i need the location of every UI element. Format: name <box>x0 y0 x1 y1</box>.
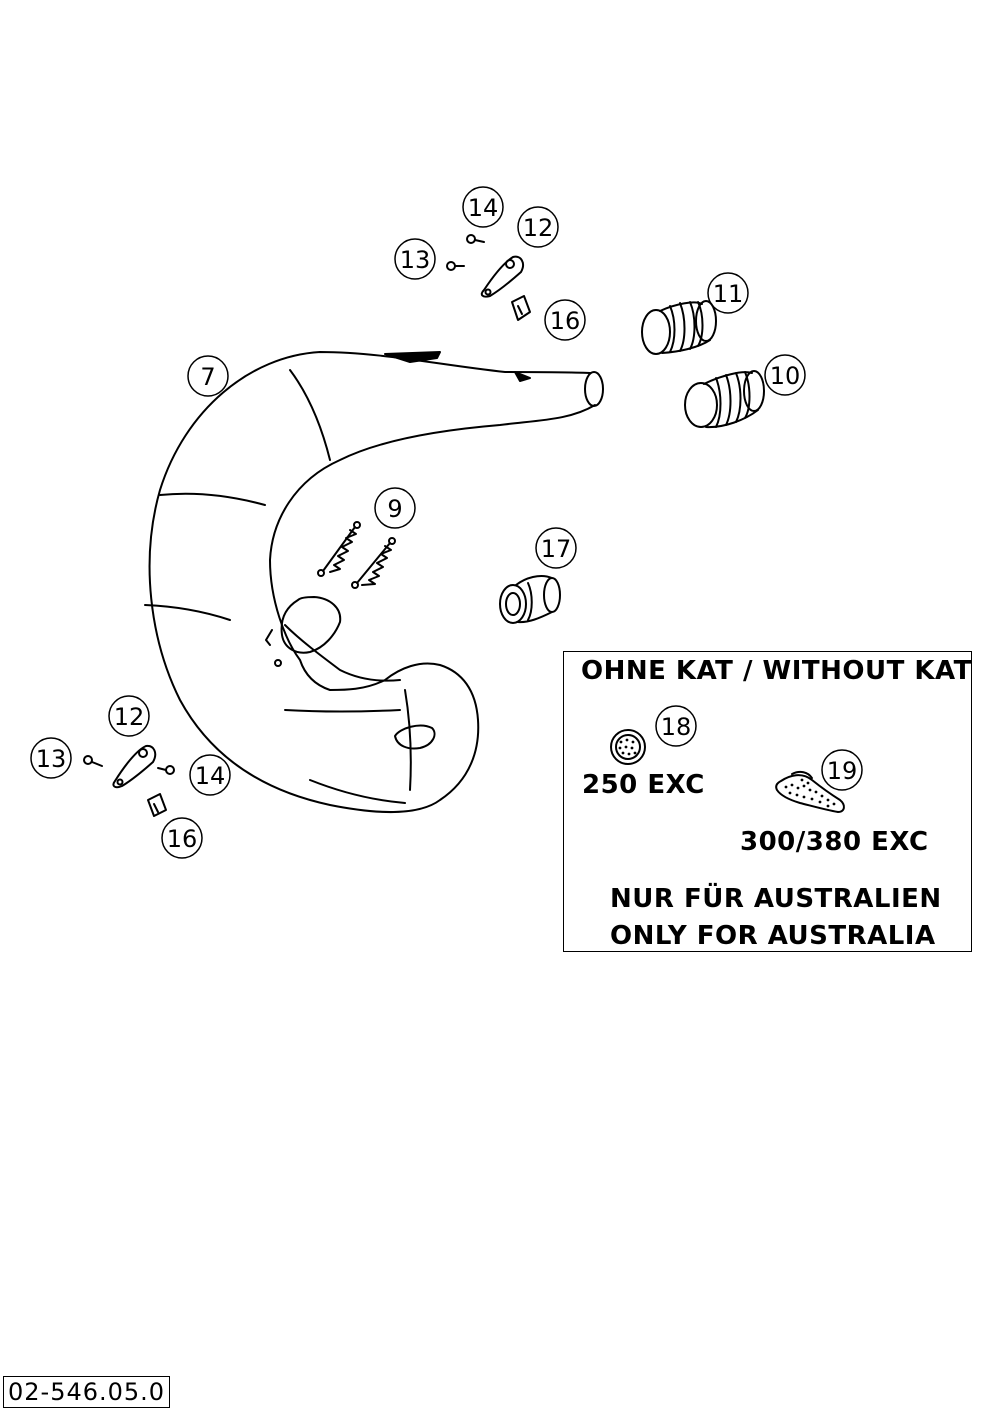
callout-19: 19 <box>821 749 863 791</box>
svg-text:10: 10 <box>770 362 801 390</box>
svg-text:11: 11 <box>713 280 744 308</box>
svg-text:13: 13 <box>400 246 431 274</box>
bracket-group-top <box>446 234 531 321</box>
callout-7: 7 <box>187 355 229 397</box>
svg-text:13: 13 <box>36 745 67 773</box>
callout-13-top: 13 <box>394 238 436 280</box>
svg-text:19: 19 <box>827 757 858 785</box>
callout-16-top: 16 <box>544 299 586 341</box>
callout-14-top: 14 <box>462 186 504 228</box>
svg-text:12: 12 <box>523 214 554 242</box>
sleeve-part-11 <box>641 300 717 355</box>
callout-14-left: 14 <box>189 754 231 796</box>
callout-18: 18 <box>655 705 697 747</box>
filter-disc-part-18 <box>610 729 646 765</box>
svg-text:14: 14 <box>195 762 226 790</box>
callouts: 7 9 10 11 12 13 14 16 <box>30 186 863 859</box>
callout-10: 10 <box>764 354 806 396</box>
svg-text:18: 18 <box>661 713 692 741</box>
springs-part-9 <box>317 521 396 589</box>
sleeve-part-10 <box>684 370 765 429</box>
callout-12-left: 12 <box>108 695 150 737</box>
callout-13-left: 13 <box>30 737 72 779</box>
document-number: 02-546.05.0 <box>3 1376 171 1408</box>
fitting-part-17 <box>499 575 561 624</box>
svg-text:7: 7 <box>200 363 215 391</box>
callout-16-left: 16 <box>161 817 203 859</box>
note-australia-de: NUR FÜR AUSTRALIEN <box>610 884 942 914</box>
svg-text:14: 14 <box>468 194 499 222</box>
callout-17: 17 <box>535 527 577 569</box>
without-kat-box <box>563 651 972 952</box>
callout-12-top: 12 <box>517 206 559 248</box>
kat-box-title: OHNE KAT / WITHOUT KAT <box>581 656 972 686</box>
perforated-insert-part-19 <box>775 770 845 813</box>
svg-text:16: 16 <box>550 307 581 335</box>
callout-11: 11 <box>707 272 749 314</box>
label-250-exc: 250 EXC <box>582 770 705 800</box>
svg-text:12: 12 <box>114 703 145 731</box>
callout-9: 9 <box>374 487 416 529</box>
svg-text:17: 17 <box>541 535 572 563</box>
svg-text:9: 9 <box>387 495 402 523</box>
label-300-380-exc: 300/380 EXC <box>740 827 929 857</box>
bracket-group-left <box>83 744 175 817</box>
svg-text:16: 16 <box>167 825 198 853</box>
note-australia-en: ONLY FOR AUSTRALIA <box>610 921 936 951</box>
exhaust-pipe-part-7 <box>144 351 604 813</box>
